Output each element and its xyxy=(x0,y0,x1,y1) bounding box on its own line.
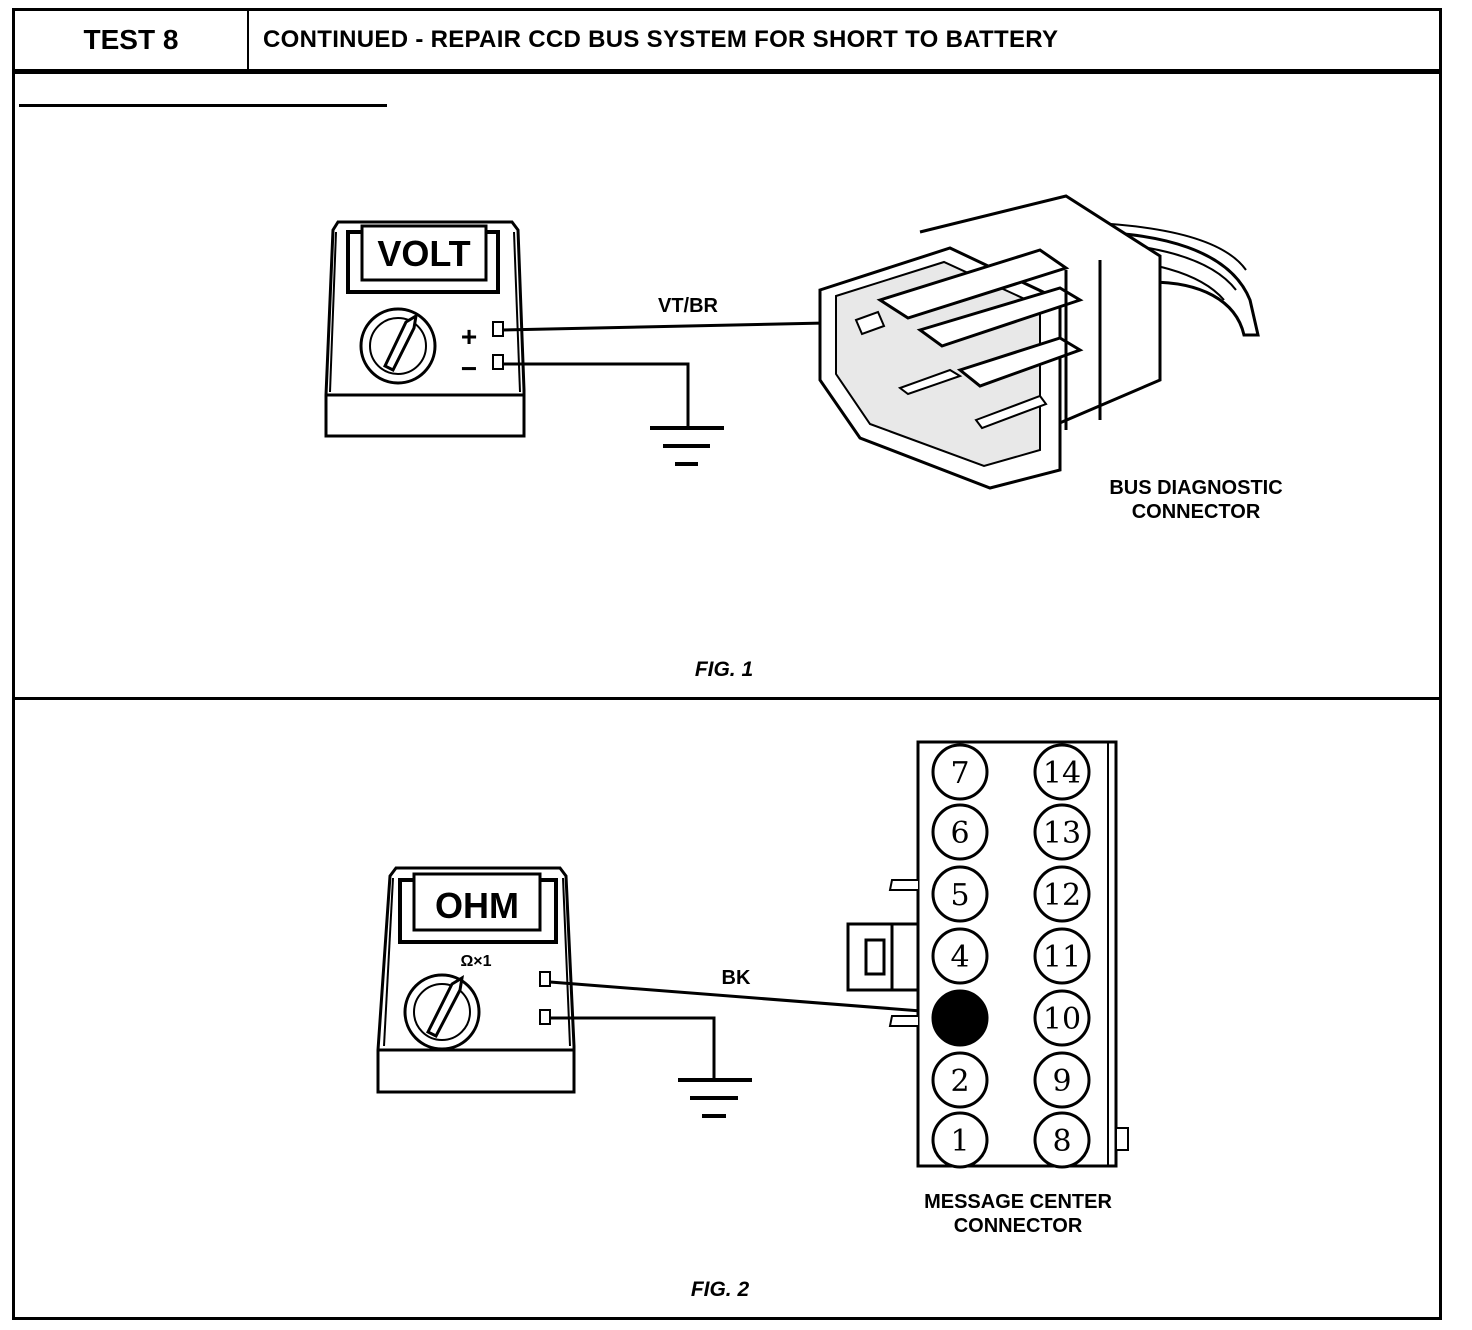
page-frame: TEST 8 CONTINUED - REPAIR CCD BUS SYSTEM… xyxy=(12,8,1442,1320)
fig2-caption: FIG. 2 xyxy=(691,1278,750,1301)
bus-diagnostic-connector-icon xyxy=(818,194,1260,490)
fig2-wire-label: BK xyxy=(722,967,751,989)
connector-pins: 7 6 5 4 2 1 14 13 12 11 10 9 8 xyxy=(931,743,1091,1169)
bus-diagnostic-label-line2: CONNECTOR xyxy=(1132,501,1261,523)
fig1-caption: FIG. 1 xyxy=(695,658,753,681)
fig2-wires xyxy=(549,980,935,1078)
minus-sign: − xyxy=(461,353,477,384)
figure-divider xyxy=(15,697,1439,700)
fig1-wire-label: VT/BR xyxy=(658,295,719,317)
fig2-ground-symbol-icon xyxy=(678,1078,752,1118)
pin-cavity xyxy=(931,927,989,985)
pin-cavity xyxy=(1033,927,1091,985)
pin-number-label: 7 xyxy=(950,756,969,791)
pin-number-label: 6 xyxy=(950,816,969,851)
ohmmeter-range-label: Ω×1 xyxy=(460,953,491,970)
pin-cavity xyxy=(1033,1051,1091,1109)
fig1-ground-symbol-icon xyxy=(650,426,724,466)
pin-number-label: 14 xyxy=(1043,756,1081,791)
pin-cavity xyxy=(1033,865,1091,923)
pin-3-probed xyxy=(931,989,989,1047)
test-title: CONTINUED - REPAIR CCD BUS SYSTEM FOR SH… xyxy=(263,26,1059,53)
message-center-label-line1: MESSAGE CENTER xyxy=(924,1191,1112,1213)
pin-number-label: 8 xyxy=(1052,1124,1071,1159)
pin-number-label: 10 xyxy=(1043,1002,1081,1037)
pin-cavity xyxy=(931,743,989,801)
pin-number-label: 11 xyxy=(1043,940,1081,975)
fig2-ohmmeter xyxy=(376,866,576,1094)
pin-number-label: 5 xyxy=(950,878,969,913)
pin-cavity xyxy=(931,865,989,923)
fig1-wires xyxy=(502,320,873,426)
pin-cavity xyxy=(1033,1111,1091,1169)
pin-cavity xyxy=(1033,989,1091,1047)
pin-cavity xyxy=(931,1051,989,1109)
fig1-diagram: VOLT + − VT/BR BUS DIAGNOSTIC CONNECTOR … xyxy=(324,194,1283,681)
pin-number-label: 12 xyxy=(1043,878,1081,913)
pin-cavity xyxy=(931,1111,989,1169)
plus-sign: + xyxy=(461,321,477,352)
header-rule xyxy=(19,104,387,107)
pin-number-label: 1 xyxy=(950,1124,969,1159)
pin-number-label: 13 xyxy=(1043,816,1081,851)
ohmmeter-display-text: OHM xyxy=(435,885,519,926)
pin-number-label: 9 xyxy=(1052,1064,1071,1099)
test-header: TEST 8 CONTINUED - REPAIR CCD BUS SYSTEM… xyxy=(15,11,1439,74)
message-center-label-line2: CONNECTOR xyxy=(954,1215,1083,1237)
test-number: TEST 8 xyxy=(15,11,249,69)
pin-number-label: 2 xyxy=(950,1064,969,1099)
fig1-voltmeter xyxy=(324,220,526,438)
pin-cavity xyxy=(1033,743,1091,801)
voltmeter-display-text: VOLT xyxy=(377,233,470,274)
pin-number-label: 4 xyxy=(950,940,969,975)
pin-cavity xyxy=(931,803,989,861)
pin-cavity xyxy=(1033,803,1091,861)
bus-diagnostic-label-line1: BUS DIAGNOSTIC xyxy=(1109,477,1282,499)
